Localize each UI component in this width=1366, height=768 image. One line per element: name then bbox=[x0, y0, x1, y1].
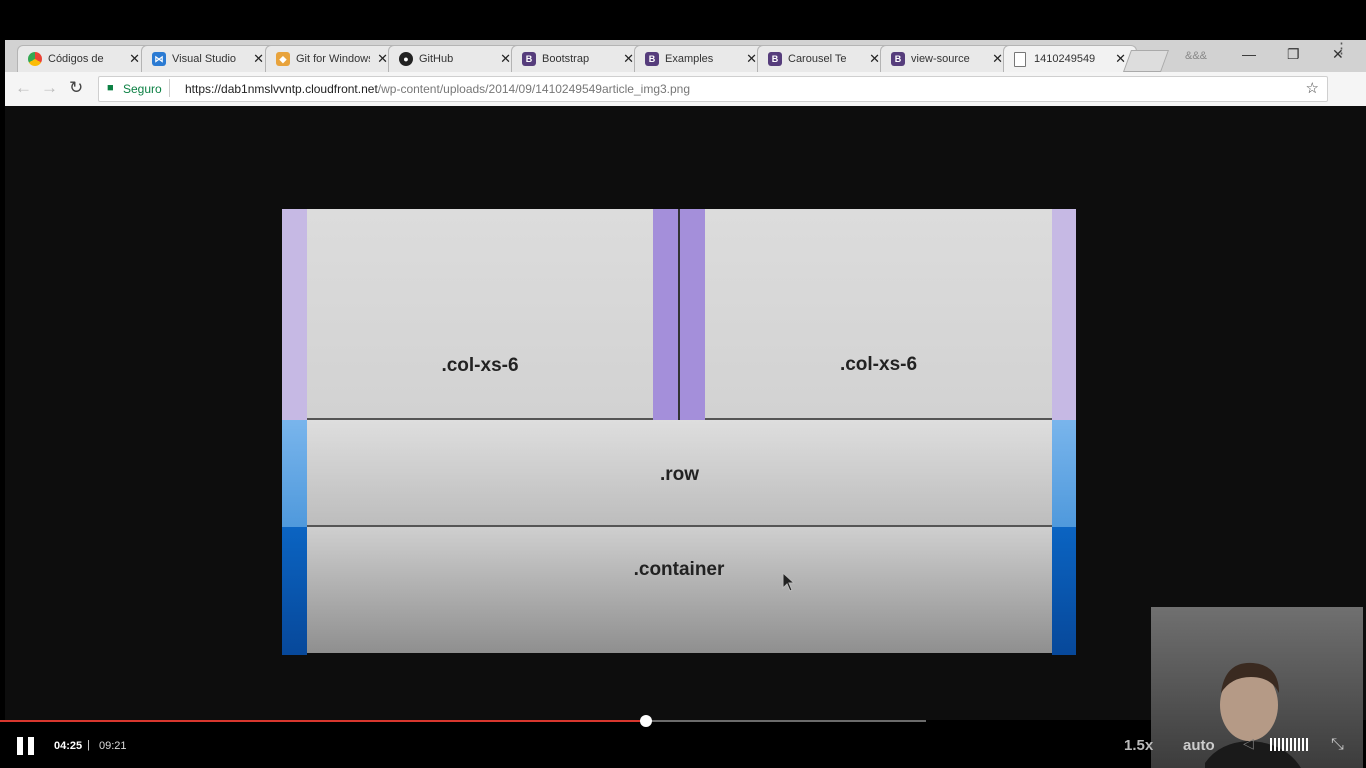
tab-carousel[interactable]: B Carousel Te ✕ bbox=[757, 45, 891, 72]
url-divider bbox=[169, 79, 170, 97]
col-left-padding-inner bbox=[653, 209, 678, 420]
col-right-padding-outer bbox=[1052, 209, 1076, 420]
minimize-icon[interactable]: — bbox=[1242, 46, 1256, 62]
close-tab-icon[interactable]: ✕ bbox=[1115, 51, 1126, 66]
tab-label: Códigos de bbox=[48, 53, 104, 65]
tab-label: Visual Studio bbox=[172, 53, 237, 65]
container-padding-right bbox=[1052, 527, 1076, 655]
col-right-label: .col-xs-6 bbox=[839, 354, 918, 375]
container-label: .container bbox=[633, 559, 725, 580]
progress-handle[interactable] bbox=[640, 715, 653, 727]
vscode-icon: ⋈ bbox=[152, 52, 166, 66]
new-tab-button[interactable] bbox=[1122, 50, 1170, 72]
video-controls: 04:25 | 09:21 1.5x auto ◁ ⤡ bbox=[0, 715, 1366, 768]
tab-codigos[interactable]: Códigos de ✕ bbox=[17, 45, 151, 72]
browser-menu-icon[interactable]: ⋮ bbox=[1334, 40, 1349, 57]
tab-label: Carousel Te bbox=[788, 53, 847, 65]
bookmark-star-icon[interactable]: ☆ bbox=[1305, 80, 1319, 97]
mouse-cursor-icon bbox=[782, 572, 796, 592]
browser-toolbar: ← → ↻ ■ Seguro https://dab1nmslvvntp.clo… bbox=[5, 72, 1366, 106]
container-padding-left bbox=[282, 527, 307, 655]
time-separator: | bbox=[87, 739, 90, 751]
close-tab-icon[interactable]: ✕ bbox=[253, 51, 264, 66]
restore-icon[interactable]: ❐ bbox=[1287, 46, 1300, 62]
tab-label: view-source bbox=[911, 53, 970, 65]
row-label: .row bbox=[659, 464, 700, 485]
close-tab-icon[interactable]: ✕ bbox=[377, 51, 388, 66]
tab-label: GitHub bbox=[419, 53, 454, 65]
col-right-padding-inner bbox=[680, 209, 705, 420]
playback-speed-button[interactable]: 1.5x bbox=[1124, 737, 1154, 754]
close-tab-icon[interactable]: ✕ bbox=[500, 51, 511, 66]
profile-button[interactable]: &&& bbox=[1185, 50, 1208, 62]
row-margin-right bbox=[1052, 420, 1076, 527]
close-tab-icon[interactable]: ✕ bbox=[992, 51, 1003, 66]
tab-label: Examples bbox=[665, 53, 714, 65]
lock-icon: ■ bbox=[107, 82, 114, 94]
row-box: .row bbox=[307, 420, 1052, 527]
git-icon: ◆ bbox=[276, 52, 290, 66]
close-window-icon[interactable]: ✕ bbox=[1332, 46, 1344, 62]
chrome-icon bbox=[28, 52, 42, 66]
tab-strip: Códigos de ✕ ⋈ Visual Studio ✕ ◆ Git for… bbox=[5, 40, 1366, 72]
bootstrap-icon: B bbox=[768, 52, 782, 66]
volume-slider[interactable] bbox=[1270, 738, 1310, 751]
column-divider bbox=[678, 209, 680, 420]
progress-bar[interactable] bbox=[0, 720, 927, 722]
col-left-box: .col-xs-6 bbox=[307, 209, 653, 420]
document-icon bbox=[1014, 52, 1026, 67]
tab-label: 1410249549 bbox=[1034, 53, 1096, 65]
total-time: 09:21 bbox=[99, 740, 127, 752]
tab-view-source[interactable]: B view-source ✕ bbox=[880, 45, 1014, 72]
current-time: 04:25 bbox=[54, 740, 83, 752]
secure-label: Seguro bbox=[123, 82, 162, 96]
bootstrap-icon: B bbox=[645, 52, 659, 66]
url-path: /wp-content/uploads/2014/09/1410249549ar… bbox=[377, 82, 691, 96]
browser-window: Códigos de ✕ ⋈ Visual Studio ✕ ◆ Git for… bbox=[5, 40, 1366, 106]
tab-git-for-windows[interactable]: ◆ Git for Windows ✕ bbox=[265, 45, 399, 72]
close-tab-icon[interactable]: ✕ bbox=[746, 51, 757, 66]
tab-visual-studio[interactable]: ⋈ Visual Studio ✕ bbox=[141, 45, 275, 72]
col-left-label: .col-xs-6 bbox=[441, 355, 519, 376]
image-viewport: .container .row .col-xs-6 .col-xs-6 bbox=[5, 106, 1366, 720]
tab-examples[interactable]: B Examples ✕ bbox=[634, 45, 768, 72]
progress-played bbox=[0, 720, 647, 722]
bootstrap-icon: B bbox=[522, 52, 536, 66]
close-tab-icon[interactable]: ✕ bbox=[869, 51, 880, 66]
quality-button[interactable]: auto bbox=[1183, 737, 1215, 754]
row-margin-left bbox=[282, 420, 307, 527]
back-icon[interactable]: ← bbox=[15, 78, 32, 97]
tab-bootstrap[interactable]: B Bootstrap ✕ bbox=[511, 45, 645, 72]
pause-icon[interactable] bbox=[17, 737, 35, 755]
forward-icon[interactable]: → bbox=[41, 78, 58, 97]
address-bar[interactable]: ■ Seguro https://dab1nmslvvntp.cloudfron… bbox=[98, 76, 1328, 102]
url-host: https://dab1nmslvvntp.cloudfront.net bbox=[185, 82, 378, 96]
webcam-overlay bbox=[1151, 607, 1363, 768]
tab-image-active[interactable]: 1410249549 ✕ bbox=[1003, 45, 1137, 72]
bootstrap-grid-diagram: .container .row .col-xs-6 .col-xs-6 bbox=[282, 209, 1076, 655]
close-tab-icon[interactable]: ✕ bbox=[129, 51, 140, 66]
tab-label: Bootstrap bbox=[542, 53, 590, 65]
container-box: .container bbox=[282, 527, 1076, 653]
tab-label: Git for Windows bbox=[296, 53, 370, 65]
volume-icon[interactable]: ◁ bbox=[1243, 735, 1254, 751]
col-left-padding-outer bbox=[282, 209, 307, 420]
exit-fullscreen-icon[interactable]: ⤡ bbox=[1331, 736, 1344, 753]
reload-icon[interactable]: ↻ bbox=[69, 78, 84, 97]
close-tab-icon[interactable]: ✕ bbox=[623, 51, 634, 66]
col-right-box: .col-xs-6 bbox=[705, 209, 1052, 420]
tab-github[interactable]: ● GitHub ✕ bbox=[388, 45, 522, 72]
github-icon: ● bbox=[399, 52, 413, 66]
bootstrap-icon: B bbox=[891, 52, 905, 66]
url-text[interactable]: https://dab1nmslvvntp.cloudfront.net/wp-… bbox=[185, 82, 690, 96]
